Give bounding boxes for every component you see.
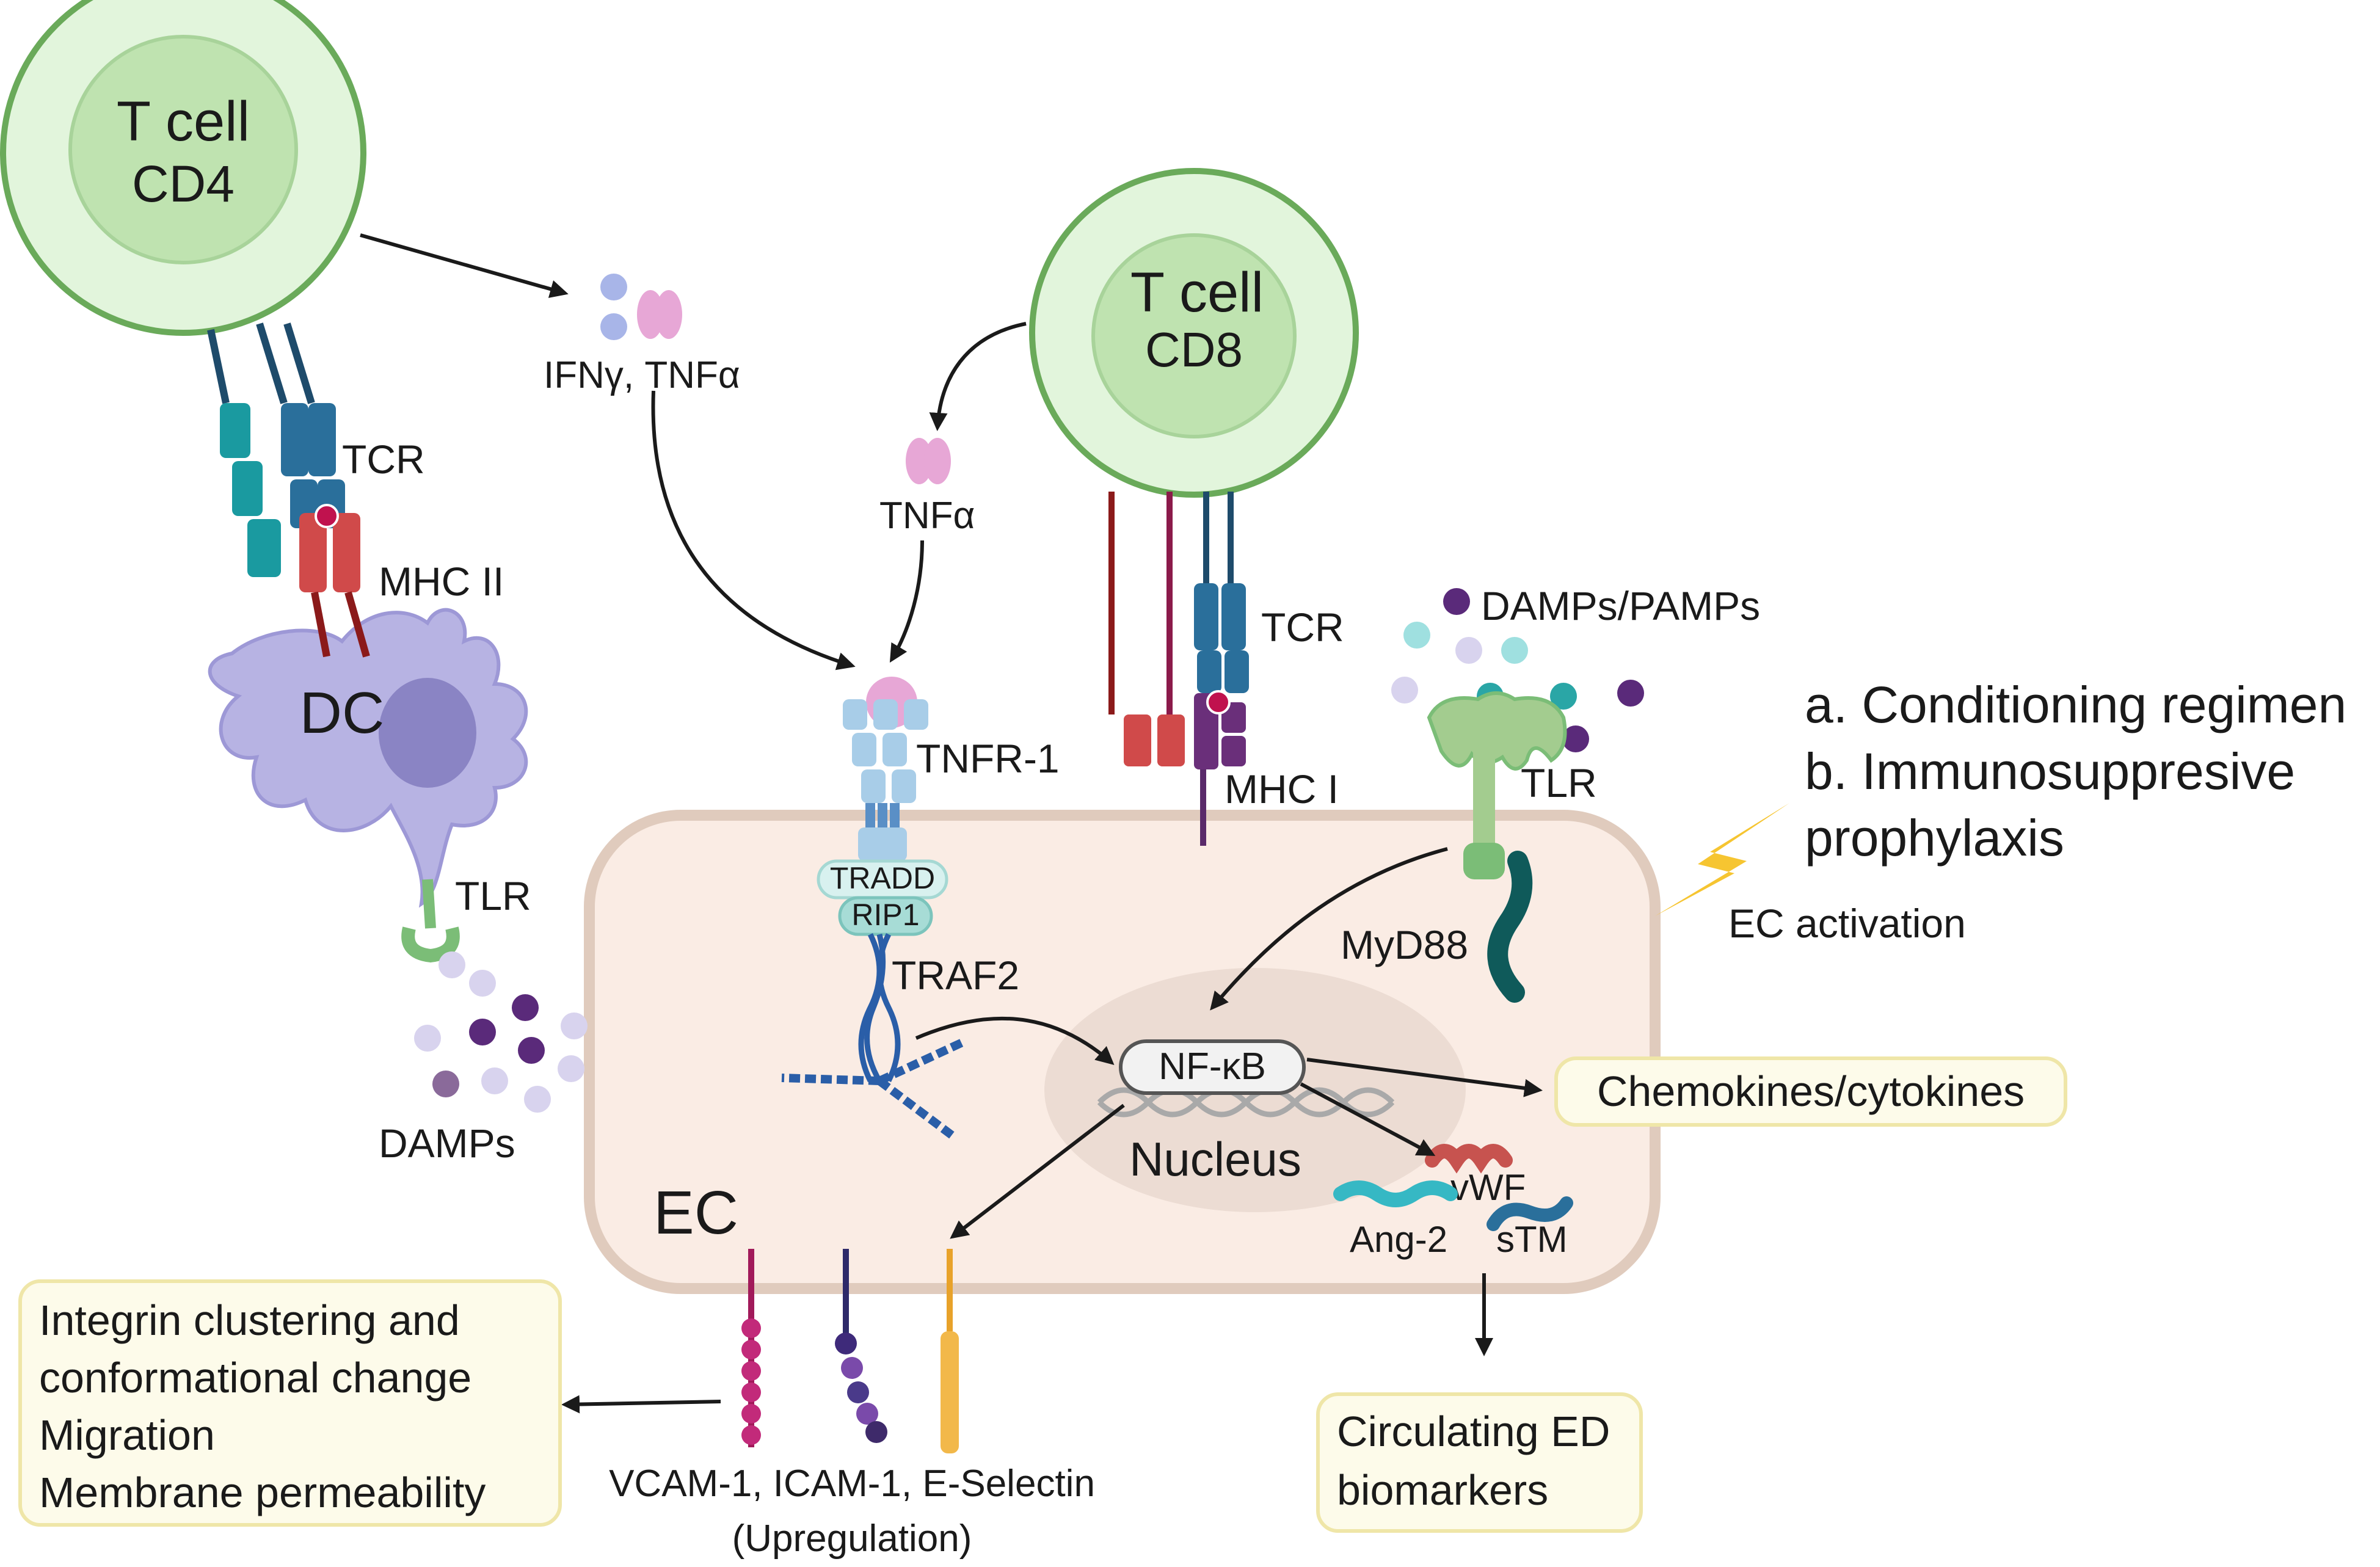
arrow-adhesion-to-integrin (561, 1395, 721, 1414)
circulating-box: Circulating ED biomarkers (1316, 1392, 1643, 1533)
tlr-dc-label: TLR (455, 873, 531, 918)
lightning-icon (1655, 803, 1789, 916)
side-note-line1: a. Conditioning regimen (1805, 676, 2347, 733)
damps-particles (414, 951, 588, 1113)
tlr-ec-label: TLR (1521, 760, 1597, 805)
e-selectin-icon (941, 1249, 959, 1453)
icam1-icon (835, 1249, 887, 1443)
tradd-label: TRADD (830, 861, 935, 895)
tnfr1-icon (843, 677, 928, 867)
integrin-line-1: Integrin clustering and (39, 1296, 460, 1344)
damps-pamps-label: DAMPs/PAMPs (1481, 583, 1760, 628)
arrow-nucleus-to-adhesion (950, 1103, 1125, 1239)
ifn-tnf-label: IFNγ, TNFα (544, 354, 740, 396)
dendritic-cell-nucleus (379, 678, 476, 788)
mhc-i-label: MHC I (1225, 766, 1339, 812)
stm-label: sTM (1496, 1219, 1568, 1260)
arrow-nfkb-to-chemokines (1306, 1058, 1543, 1097)
t-cell-cd4-title: T cell (117, 90, 250, 153)
tnfa-label: TNFα (879, 495, 975, 537)
arrow-cd8-to-tnfa (929, 322, 1027, 431)
tcr-cd8-label: TCR (1261, 605, 1344, 650)
ifn-tnf-icon (600, 274, 682, 340)
integrin-box: Integrin clustering and conformational c… (18, 1279, 562, 1527)
ang2-icon (1333, 1180, 1458, 1207)
ec-activation-label: EC activation (1728, 901, 1966, 946)
dna-icon (1097, 1087, 1395, 1118)
nfkb-label: NF-κB (1159, 1045, 1266, 1088)
vwf-label: vWF (1450, 1167, 1526, 1208)
arrow-nfkb-to-vwf (1300, 1082, 1436, 1156)
tcr-cd4-label: TCR (342, 437, 425, 482)
traf2-label: TRAF2 (892, 953, 1019, 998)
arrow-tlr-to-nucleus (1210, 847, 1448, 1011)
pathway-arrows (360, 233, 1543, 1414)
t-cell-cd4-nucleus (68, 35, 298, 264)
tlr-dc-icon (401, 879, 460, 963)
adhesion-label: VCAM-1, ICAM-1, E-Selectin (609, 1463, 1095, 1505)
arrow-traf2-to-nfkb (915, 1016, 1115, 1065)
ang2-label: Ang-2 (1350, 1219, 1447, 1260)
tcr-cd8-icon (1108, 492, 1249, 714)
arrow-cd4-to-cytokines (360, 233, 569, 298)
side-notes: a. Conditioning regimen b. Immunosuppres… (1805, 672, 2346, 872)
tnfr1-label: TNFR-1 (916, 736, 1060, 781)
upregulation-label: (Upregulation) (732, 1518, 972, 1560)
nucleus-label: Nucleus (1129, 1132, 1301, 1186)
integrin-line-4: Membrane permeability (39, 1469, 486, 1516)
mhc-ii-icon (299, 504, 370, 658)
dc-label: DC (300, 680, 385, 746)
t-cell-cd8-nucleus (1091, 233, 1297, 438)
circulating-line-2: biomarkers (1337, 1466, 1549, 1514)
tlr-ec-icon (1427, 691, 1567, 879)
myd88-label: MyD88 (1341, 922, 1468, 967)
traf2-icon (781, 933, 967, 1140)
rip1-label: RIP1 (851, 898, 919, 932)
integrin-line-3: Migration (39, 1411, 215, 1459)
t-cell-cd8-title: T cell (1130, 261, 1264, 324)
t-cell-cd8-subtitle: CD8 (1145, 322, 1243, 377)
integrin-line-2: conformational change (39, 1354, 472, 1402)
nfkb-node (1119, 1039, 1306, 1095)
arrow-cytokines-to-tnfr1 (651, 390, 856, 671)
damps-label: DAMPs (379, 1121, 515, 1166)
stm-icon (1487, 1196, 1573, 1231)
side-note-line3: prophylaxis (1805, 809, 2064, 867)
tcr-cd4-icon (207, 322, 345, 577)
myd88-icon (1487, 851, 1533, 1003)
t-cell-cd4-subtitle: CD4 (132, 155, 235, 213)
ec-label: EC (653, 1179, 738, 1247)
chemokines-label: Chemokines/cytokines (1596, 1067, 2025, 1115)
mhc-ii-label: MHC II (379, 559, 504, 604)
circulating-line-1: Circulating ED (1337, 1408, 1610, 1455)
vwf-icon (1425, 1144, 1513, 1174)
tnfa-icon (906, 438, 951, 484)
arrow-tnfa-to-tnfr1 (889, 540, 924, 663)
vcam1-icon (741, 1249, 761, 1447)
side-note-line2: b. Immunosuppresive (1805, 743, 2296, 801)
chemokines-box: Chemokines/cytokines (1554, 1056, 2067, 1127)
mhc-i-icon (1124, 690, 1246, 846)
